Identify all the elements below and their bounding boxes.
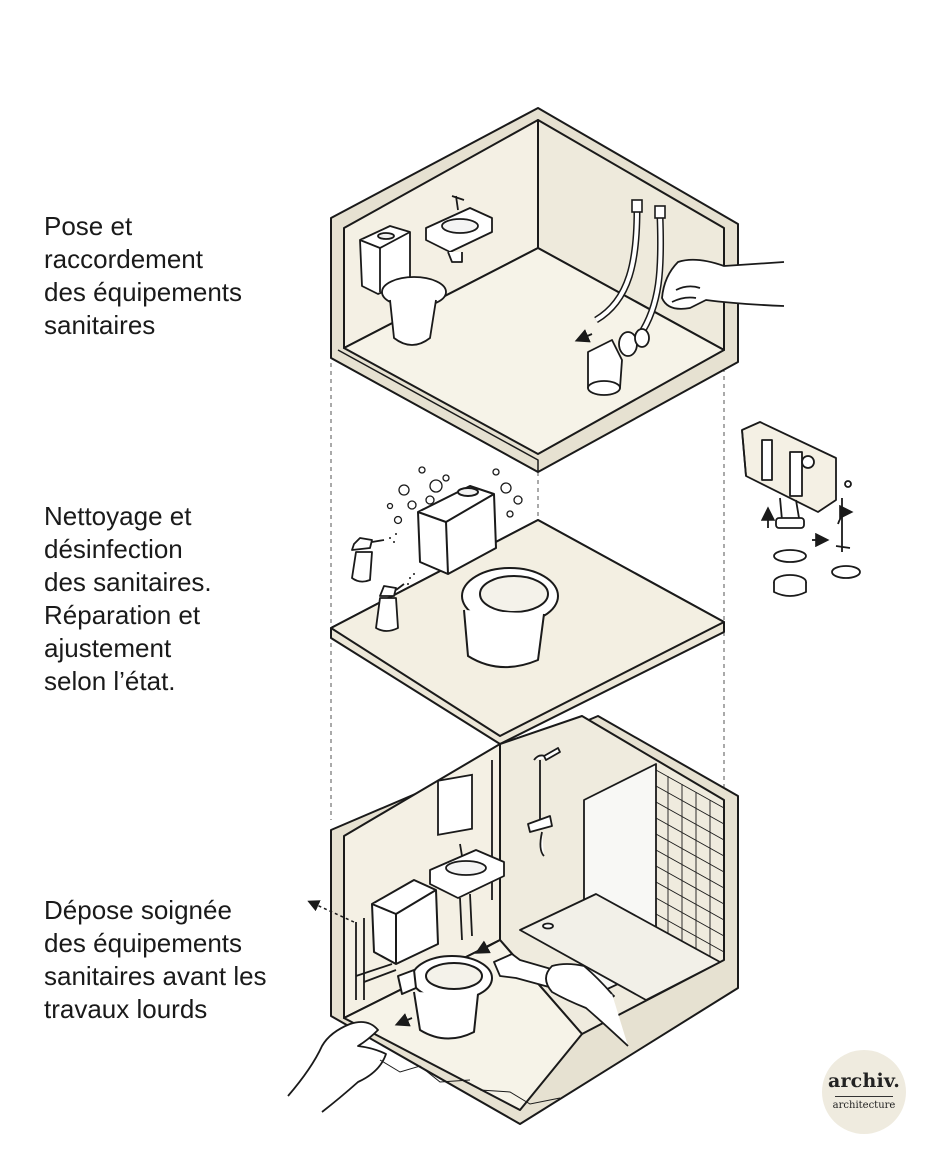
wall-tiles [655, 769, 725, 962]
caption-line: désinfection [44, 534, 183, 564]
caption-line: selon l’état. [44, 666, 176, 696]
caption-line: des équipements [44, 277, 243, 307]
caption-line: sanitaires [44, 310, 156, 340]
hand-icon [661, 258, 785, 310]
arrow-icon [574, 329, 593, 343]
toilet-icon [371, 879, 493, 1040]
pipe-elbow-icon [587, 328, 650, 396]
washbasin-icon [425, 195, 493, 263]
logo-divider [835, 1096, 893, 1097]
brand-logo: archiv. architecture [822, 1050, 906, 1134]
caption-line: raccordement [44, 244, 203, 274]
toilet-icon [359, 225, 447, 346]
arrow-icon [394, 939, 501, 1027]
caption-line: des sanitaires. [44, 567, 212, 597]
logo-wordmark: archiv. [827, 1070, 901, 1092]
logo-subtitle: architecture [832, 1100, 896, 1111]
caption-installation: Pose et raccordement des équipements san… [44, 210, 242, 342]
caption-cleaning: Nettoyage et désinfection des sanitaires… [44, 500, 212, 698]
caption-removal: Dépose soignée des équipements sanitaire… [44, 894, 267, 1026]
arrow-icon [307, 900, 355, 923]
toilet-icon [417, 485, 559, 669]
spray-bottle-icon [351, 537, 405, 632]
spray-mist [389, 533, 415, 585]
caption-line: ajustement [44, 633, 172, 663]
cistern-mechanism-icon [741, 421, 861, 597]
caption-line: Dépose soignée [44, 895, 232, 925]
hand-icon [287, 963, 629, 1113]
caption-line: des équipements [44, 928, 243, 958]
arrow-icon [760, 504, 854, 548]
floor-crack [379, 1059, 561, 1105]
caption-line: Nettoyage et [44, 501, 192, 531]
caption-line: sanitaires avant les [44, 961, 267, 991]
shower-icon [519, 747, 721, 1001]
caption-line: Réparation et [44, 600, 201, 630]
washbasin-icon [429, 843, 505, 941]
caption-line: travaux lourds [44, 994, 208, 1024]
caption-line: Pose et [44, 211, 133, 241]
flexible-hose-icon [594, 199, 666, 337]
mirror-icon [437, 773, 473, 836]
